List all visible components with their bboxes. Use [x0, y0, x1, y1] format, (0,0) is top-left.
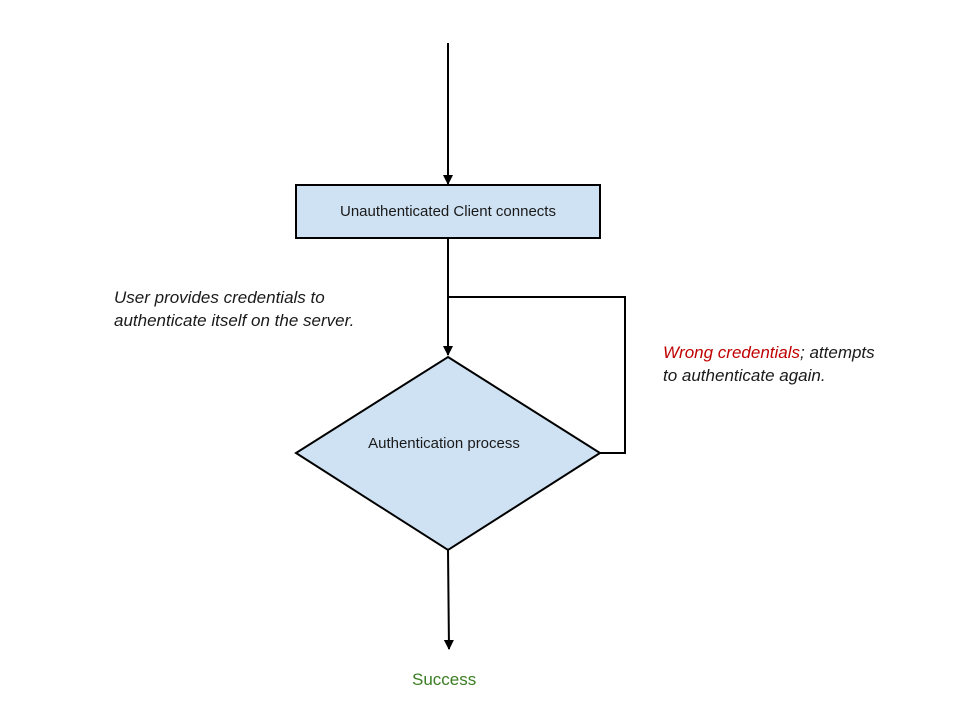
decision-label: Authentication process: [368, 435, 520, 452]
wrong-credentials-line-1-rest: ; attempts: [800, 343, 875, 362]
start-node-label: Unauthenticated Client connects: [340, 203, 556, 220]
user-credentials-line-2: authenticate itself on the server.: [114, 311, 355, 330]
success-label: Success: [412, 670, 477, 689]
wrong-credentials-line-1: Wrong credentials; attempts: [663, 341, 875, 364]
wrong-credentials-annotation: Wrong credentials; attempts to authentic…: [663, 341, 875, 387]
wrong-credentials-line-2: to authenticate again.: [663, 366, 826, 385]
decision-diamond: [294, 355, 602, 552]
user-credentials-annotation: User provides credentials to authenticat…: [114, 286, 354, 332]
user-credentials-line-1: User provides credentials to: [114, 288, 325, 307]
retry-loop-connector: [448, 296, 626, 454]
success-arrow: [443, 549, 454, 650]
wrong-credentials-highlight: Wrong credentials: [663, 343, 801, 362]
